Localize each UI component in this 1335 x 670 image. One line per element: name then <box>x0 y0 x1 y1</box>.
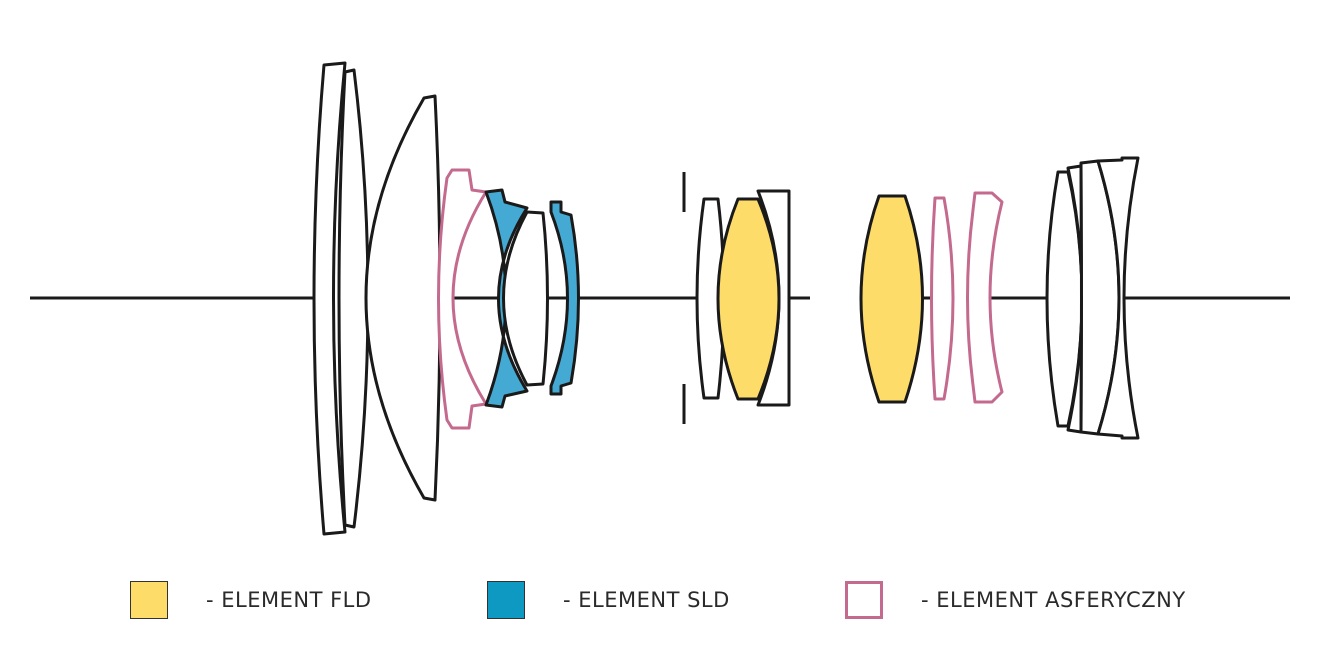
lens-element-1 <box>312 61 347 536</box>
aspheric-element-1 <box>437 168 488 430</box>
legend-label-aspheric: - ELEMENT ASFERYCZNY <box>921 588 1186 612</box>
sld-element-2 <box>549 200 580 396</box>
aspheric-element-3 <box>966 191 1004 404</box>
legend-swatch-sld <box>487 581 525 619</box>
lens-element-3 <box>364 94 442 502</box>
legend-label-sld: - ELEMENT SLD <box>563 588 730 612</box>
legend-item-fld: - ELEMENT FLD <box>130 578 372 622</box>
aspheric-element-2 <box>930 196 955 401</box>
legend-swatch-fld <box>130 581 168 619</box>
fld-element-1 <box>716 197 781 401</box>
lens-diagram <box>30 61 1290 536</box>
legend-label-fld: - ELEMENT FLD <box>206 588 372 612</box>
legend: - ELEMENT FLD - ELEMENT SLD - ELEMENT AS… <box>0 578 1335 622</box>
lens-element-2 <box>337 68 370 529</box>
fld-element-2 <box>859 194 924 404</box>
lens-element-4 <box>502 210 549 387</box>
legend-swatch-aspheric <box>845 581 883 619</box>
lens-element-10 <box>1096 156 1140 440</box>
legend-item-sld: - ELEMENT SLD <box>487 578 730 622</box>
legend-item-aspheric: - ELEMENT ASFERYCZNY <box>845 578 1186 622</box>
